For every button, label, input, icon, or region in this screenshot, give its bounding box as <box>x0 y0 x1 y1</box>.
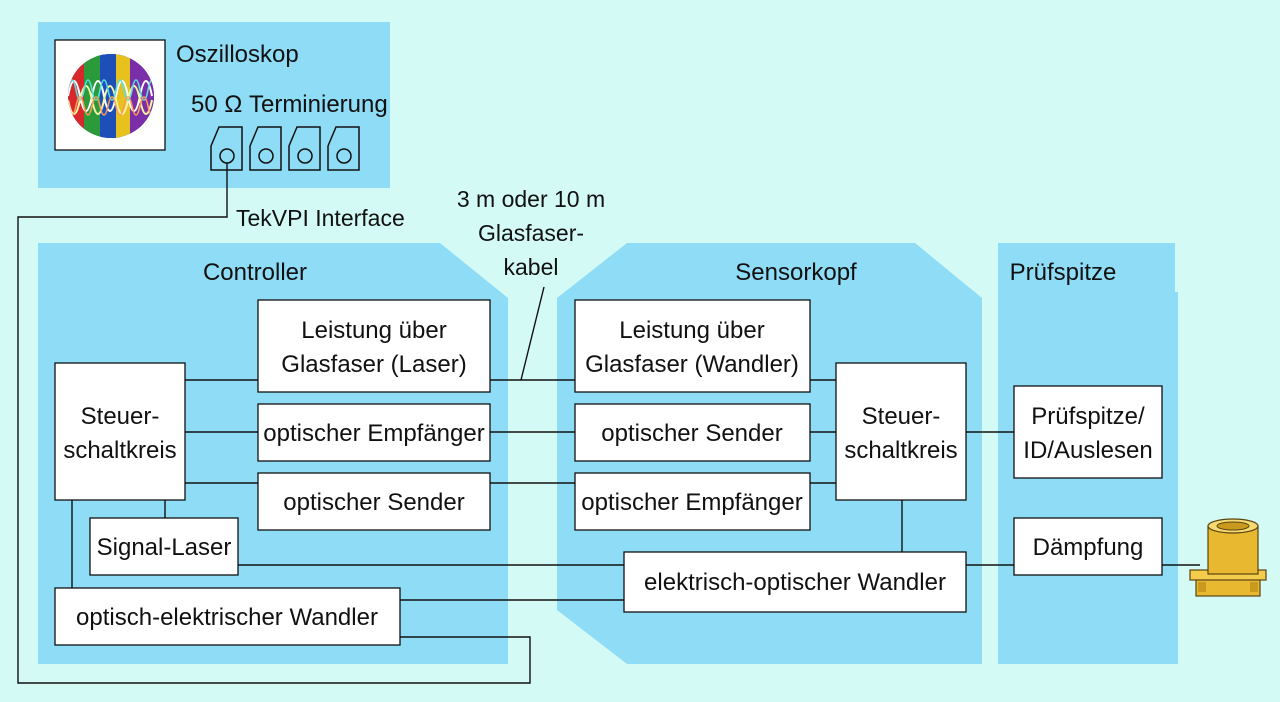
sensor-control-circuit-box <box>835 362 967 501</box>
svg-text:Glasfaser-: Glasfaser- <box>478 220 584 246</box>
eo-converter-box <box>623 551 967 613</box>
fiber-cable-label: 3 m oder 10 m Glasfaser- kabel <box>457 186 605 280</box>
controller-sender-box <box>257 472 491 531</box>
oe-converter-box <box>54 587 401 646</box>
signal-laser-label: Signal-Laser <box>97 534 232 561</box>
channel-input-1[interactable] <box>210 126 243 171</box>
svg-text:kabel: kabel <box>504 254 559 280</box>
controller-power-laser-box <box>257 299 491 393</box>
connection-wires <box>17 163 1200 684</box>
interface-label: TekVPI Interface <box>236 205 405 231</box>
probe-connector-icon <box>1189 518 1267 597</box>
channel-input-4[interactable] <box>327 126 360 171</box>
controller-sender-label: optischer Sender <box>283 489 464 516</box>
eo-converter-label: elektrisch-optischer Wandler <box>644 569 946 596</box>
fiber-cable-pointer <box>520 286 545 381</box>
sensor-head-title: Sensorkopf <box>735 259 857 286</box>
controller-power-line-1: Leistung über <box>301 317 446 344</box>
controller-control-circuit-box <box>54 362 186 501</box>
controller-control-line-2: schaltkreis <box>63 437 176 464</box>
probe-id-box <box>1013 385 1163 479</box>
attenuation-box <box>1013 517 1163 576</box>
sensor-sender-box <box>574 403 811 462</box>
controller-power-line-2: Glasfaser (Laser) <box>281 351 466 378</box>
sensor-receiver-box <box>574 472 811 531</box>
signal-laser-box <box>89 517 239 576</box>
sensor-power-line-2: Glasfaser (Wandler) <box>585 351 799 378</box>
probe-id-line-1: Prüfspitze/ <box>1031 403 1145 430</box>
sensor-power-converter-box <box>574 299 811 393</box>
probe-tip-title: Prüfspitze <box>1010 259 1117 286</box>
channel-input-2[interactable] <box>249 126 282 171</box>
controller-control-line-1: Steuer- <box>81 403 160 430</box>
sensor-power-line-1: Leistung über <box>619 317 764 344</box>
sensor-sender-label: optischer Sender <box>601 420 782 447</box>
svg-text:3 m oder 10 m: 3 m oder 10 m <box>457 186 605 212</box>
oe-converter-label: optisch-elektrischer Wandler <box>76 604 378 631</box>
oscilloscope-title: Oszilloskop <box>176 41 299 68</box>
sensor-receiver-label: optischer Empfänger <box>581 489 802 516</box>
attenuation-label: Dämpfung <box>1033 534 1144 561</box>
sensor-control-line-1: Steuer- <box>862 403 941 430</box>
controller-receiver-box <box>257 403 491 462</box>
termination-label: 50 Ω Terminierung <box>191 91 388 118</box>
controller-receiver-label: optischer Empfänger <box>263 420 484 447</box>
channel-input-3[interactable] <box>288 126 321 171</box>
probe-id-line-2: ID/Auslesen <box>1023 437 1152 464</box>
sensor-control-line-2: schaltkreis <box>844 437 957 464</box>
controller-title: Controller <box>203 259 307 286</box>
